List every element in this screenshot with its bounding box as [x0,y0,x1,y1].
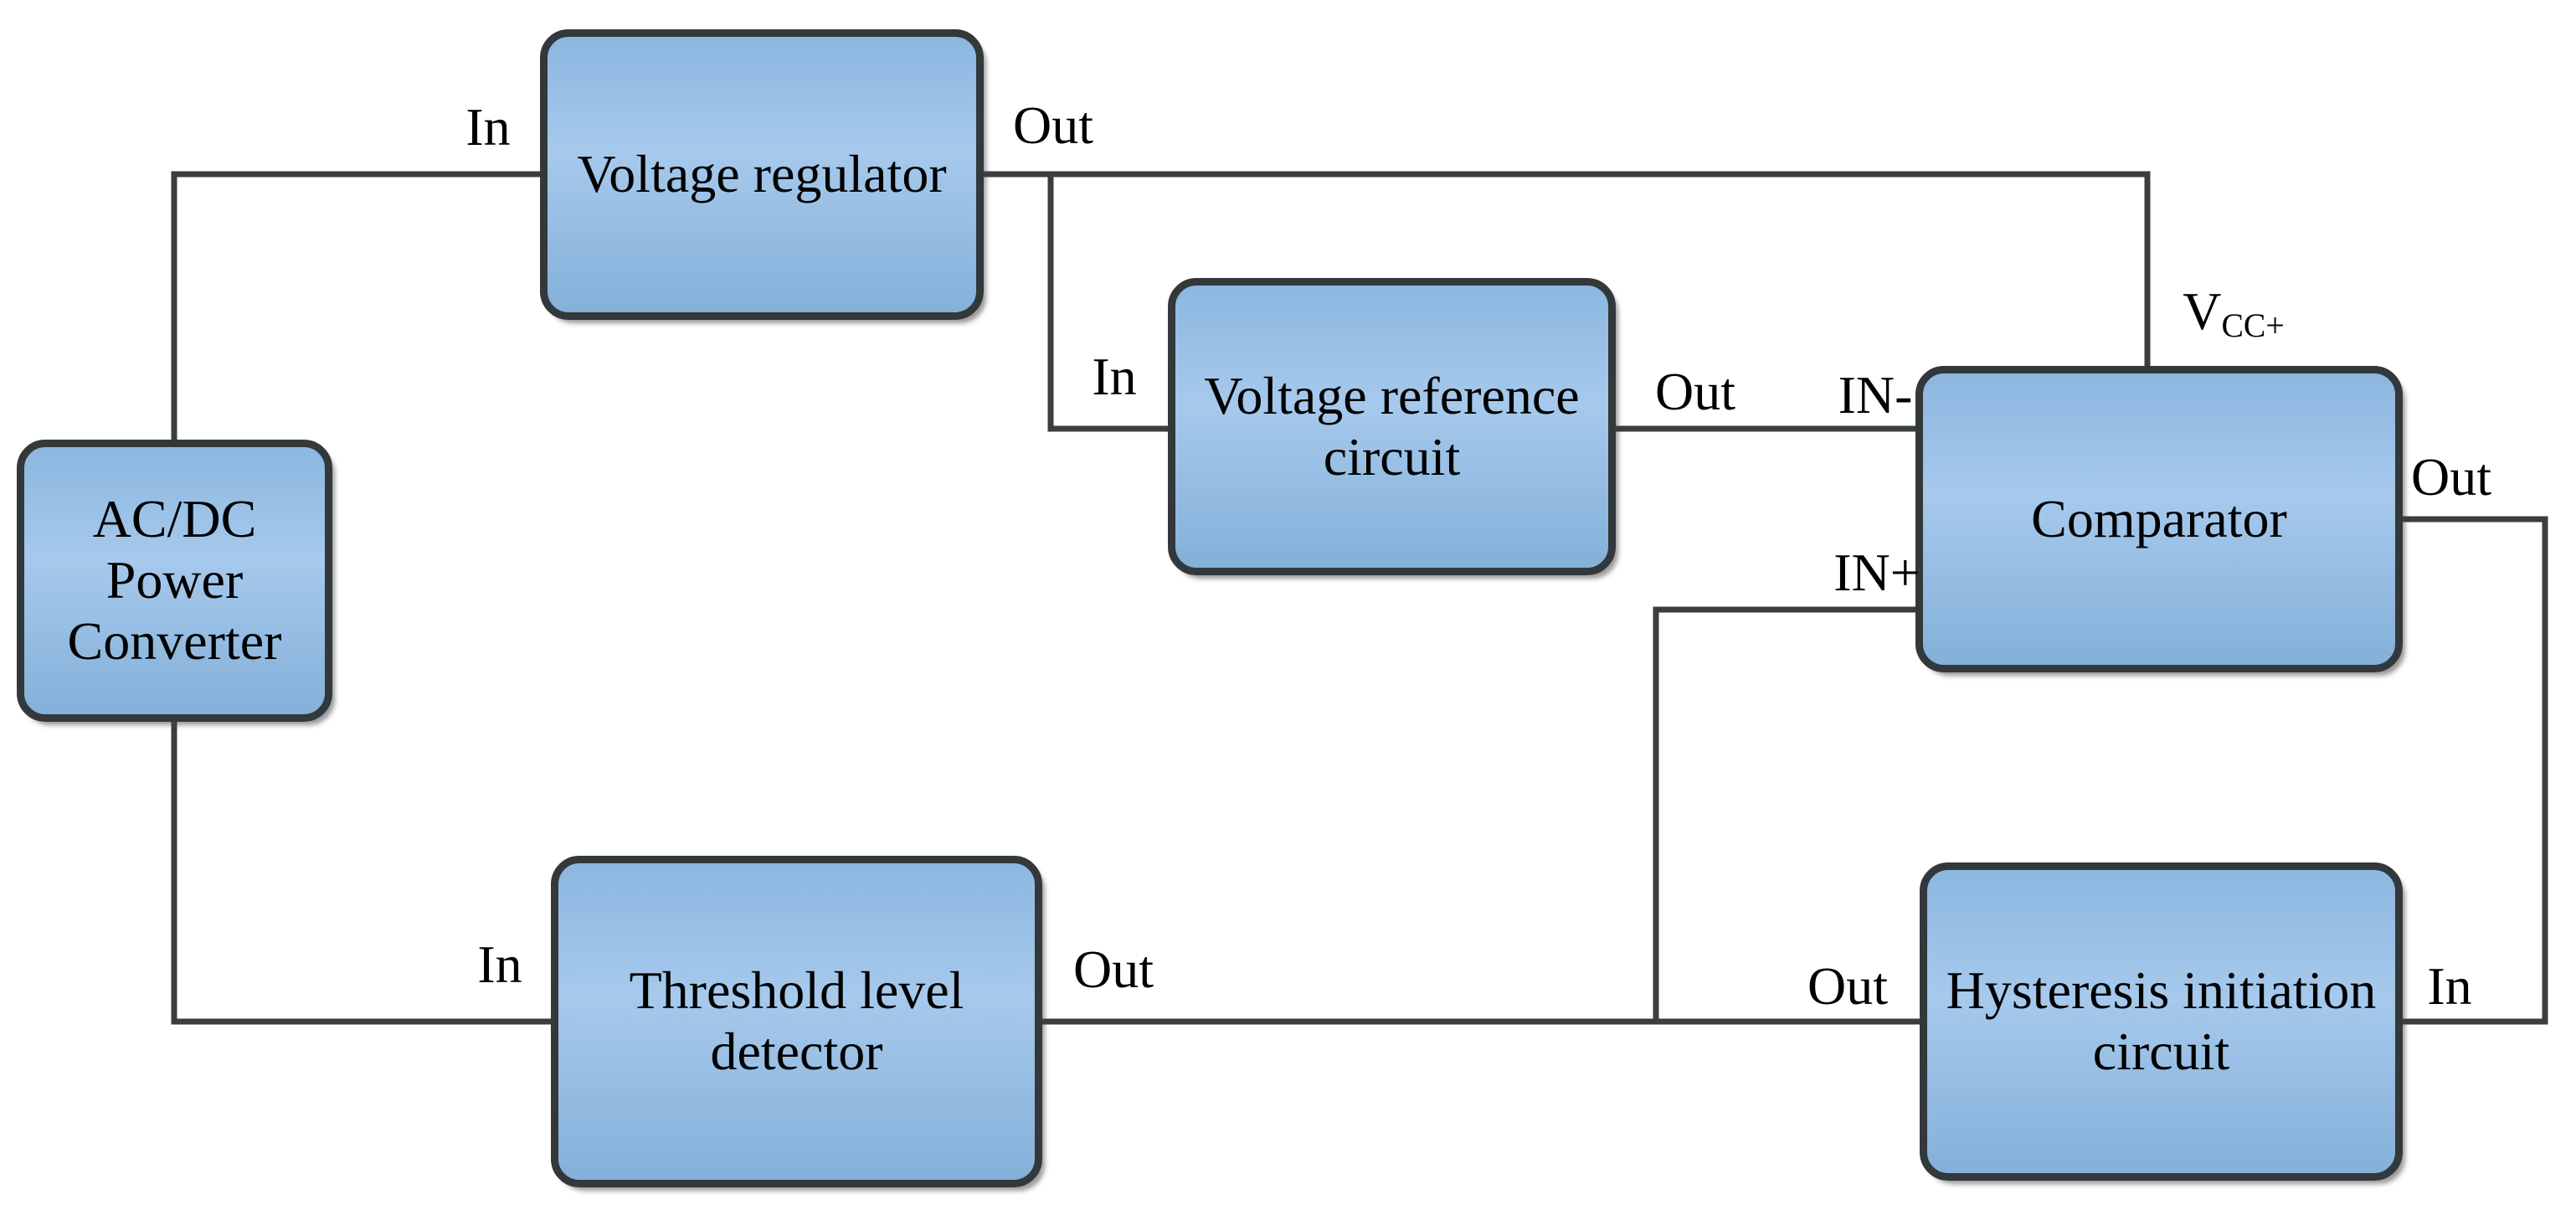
wire-branch-to-vref-in [1047,174,1168,432]
block-hysteresis-initiation-circuit: Hysteresis initiation circuit [1920,862,2403,1181]
port-label-vref-in: In [1092,347,1137,406]
block-voltage-reference-circuit: Voltage reference circuit [1168,278,1616,575]
port-label-hys-out: Out [1807,956,1888,1016]
wire-acdc-to-thr-in [171,722,551,1025]
port-label-comp-in-minus: IN- [1838,365,1913,425]
block-acdc-label: AC/DC Power Converter [67,489,282,671]
wire-comp-out-to-hys-in [2403,516,2548,1025]
vcc-main: V [2183,281,2222,341]
port-label-thr-in: In [477,934,522,994]
block-hys-label: Hysteresis initiation circuit [1946,960,2377,1081]
port-label-hys-in: In [2427,956,2472,1016]
port-label-comp-vcc: VCC+ [2183,285,2285,342]
block-voltage-regulator: Voltage regulator [540,29,984,320]
port-label-thr-out: Out [1073,940,1154,999]
block-comp-label: Comparator [2031,488,2287,548]
port-label-vreg-in: In [465,97,511,157]
block-comparator: Comparator [1915,366,2403,672]
vcc-subscript: CC+ [2221,306,2285,344]
port-label-comp-out: Out [2411,447,2491,507]
port-label-comp-in-plus: IN+ [1833,543,1920,602]
block-vref-label: Voltage reference circuit [1204,365,1580,487]
wire-acdc-to-vreg-in [171,171,540,440]
block-vreg-label: Voltage regulator [577,144,947,204]
wire-vreg-out-to-comp-vcc [984,171,2151,366]
port-label-vref-out: Out [1655,362,1735,421]
block-acdc-power-converter: AC/DC Power Converter [17,440,332,722]
port-label-vreg-out: Out [1013,95,1093,155]
wire-junction-to-comp-inplus [1653,606,1915,1022]
block-threshold-level-detector: Threshold level detector [551,856,1042,1187]
block-thr-label: Threshold level detector [629,960,964,1081]
